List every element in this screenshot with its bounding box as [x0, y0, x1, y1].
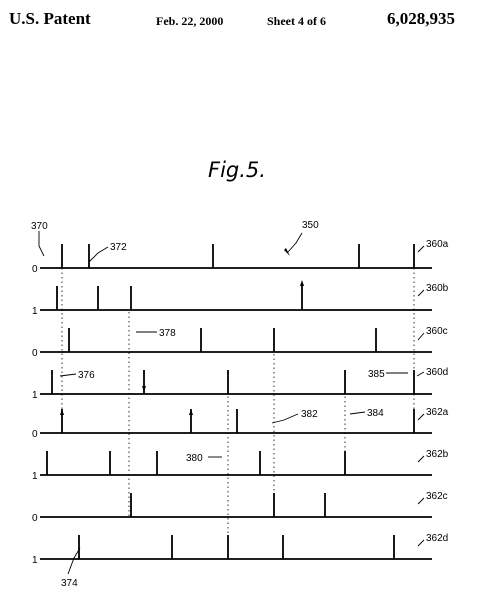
leader-370	[38, 231, 45, 257]
ref-382: 382	[301, 409, 318, 420]
ref-372: 372	[110, 242, 127, 253]
ref-380: 380	[186, 453, 203, 464]
leader-362c	[417, 497, 425, 505]
patent-number: 6,028,935	[387, 9, 455, 28]
ref-384: 384	[367, 408, 384, 419]
alignment-guides	[61, 268, 415, 558]
figure-title: Fig.5.	[208, 158, 266, 182]
ref-376: 376	[78, 370, 95, 381]
track-baselines	[40, 267, 432, 560]
leader-360b	[417, 289, 425, 297]
level-label: 1	[32, 306, 38, 317]
ref-374: 374	[61, 578, 78, 589]
track-label: 360a	[426, 239, 449, 250]
level-label: 1	[32, 555, 38, 566]
track-label: 360d	[426, 367, 448, 378]
level-label: 1	[32, 390, 38, 401]
sheet-number: Sheet 4 of 6	[267, 14, 326, 28]
level-label: 0	[32, 429, 38, 440]
level-label: 0	[32, 348, 38, 359]
arrowheads	[60, 248, 304, 415]
track-label: 362b	[426, 449, 449, 460]
track-label: 362a	[426, 407, 449, 418]
leader-382	[271, 413, 299, 424]
leader-384	[349, 411, 366, 415]
level-label: 1	[32, 471, 38, 482]
leader-362b	[417, 455, 425, 463]
patent-header-title: U.S. Patent	[9, 9, 91, 28]
level-label: 0	[32, 513, 38, 524]
patent-date: Feb. 22, 2000	[156, 14, 224, 28]
pulses	[46, 244, 415, 559]
leader-350	[287, 232, 303, 253]
ref-385: 385	[368, 369, 385, 380]
arrowhead	[189, 409, 193, 415]
track-label: 362d	[426, 533, 448, 544]
arrowhead	[300, 280, 304, 286]
leader-376	[59, 373, 77, 377]
track-label: 360b	[426, 283, 449, 294]
level-label: 0	[32, 264, 38, 275]
leader-lines	[38, 231, 425, 575]
ref-overall: 350	[302, 220, 319, 231]
ref-378: 378	[159, 328, 176, 339]
track-label: 360c	[426, 326, 448, 337]
arrowhead	[142, 386, 146, 392]
leader-360d	[416, 371, 425, 377]
arrowhead-350	[284, 248, 290, 256]
leader-360c	[417, 332, 425, 341]
leader-360a	[417, 245, 425, 253]
leader-372	[88, 246, 109, 263]
leader-362a	[417, 413, 425, 421]
leader-374	[67, 547, 81, 575]
track-label: 362c	[426, 491, 448, 502]
ref-origin: 370	[31, 221, 48, 232]
leader-362d	[417, 539, 425, 547]
arrowhead	[60, 409, 64, 415]
